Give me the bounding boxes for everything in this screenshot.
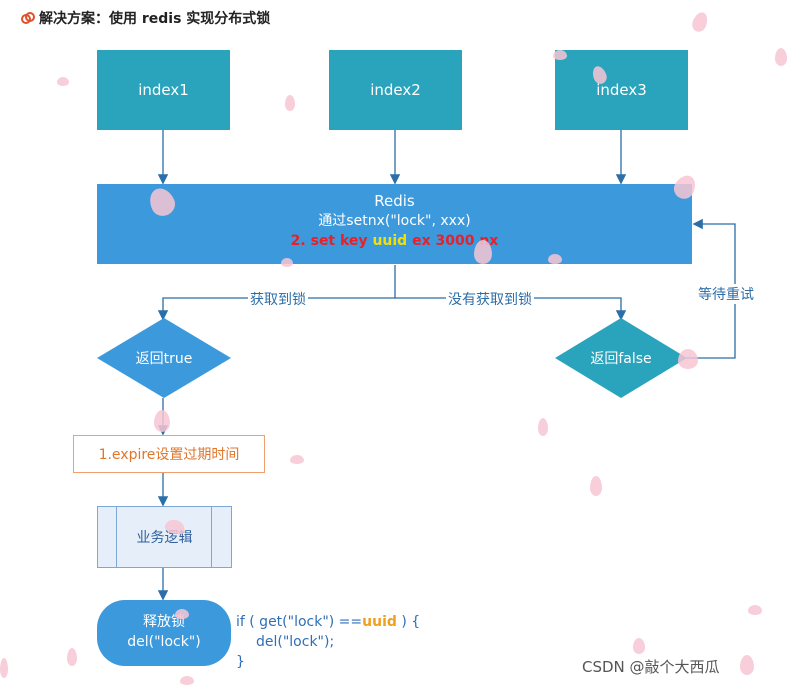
index2-label: index2 (370, 81, 421, 99)
petal-decoration (67, 648, 77, 666)
true-node-label: 返回true (135, 351, 193, 367)
business-right-bar (211, 507, 212, 567)
expire-node: 1.expire设置过期时间 (73, 435, 265, 473)
code-line3: } (236, 654, 245, 670)
petal-decoration (57, 77, 69, 86)
code-line2: del("lock"); (256, 634, 335, 650)
petal-decoration (0, 658, 8, 678)
code-line1-prefix: if ( get("lock") == (236, 614, 363, 630)
petal-decoration (553, 50, 567, 60)
petal-decoration (775, 48, 787, 66)
petal-decoration (290, 455, 304, 464)
index2-node: index2 (329, 50, 462, 130)
edge-label-acquired: 获取到锁 (248, 289, 308, 309)
petal-decoration (180, 676, 194, 685)
index3-label: index3 (596, 81, 647, 99)
false-node-label: 返回false (590, 351, 652, 367)
redis-set-prefix: 2. set key (290, 233, 373, 249)
false-diamond (555, 318, 687, 398)
petal-decoration (474, 240, 492, 264)
petal-decoration (678, 349, 698, 369)
release-line1: 释放锁 (143, 614, 185, 630)
index1-label: index1 (138, 81, 189, 99)
petal-decoration (590, 476, 602, 496)
release-node: 释放锁 del("lock") (97, 600, 231, 666)
petal-decoration (175, 609, 189, 619)
petal-decoration (285, 95, 295, 111)
expire-label: 1.expire设置过期时间 (98, 447, 240, 463)
petal-decoration (740, 655, 754, 675)
link-icon (20, 10, 36, 26)
redis-set-uuid: uuid (372, 233, 408, 249)
code-line1-suffix: ) { (396, 614, 421, 630)
code-line1: if ( get("lock") ==uuid ) { (236, 612, 420, 632)
redis-title: Redis (374, 192, 415, 210)
code-snippet: if ( get("lock") ==uuid ) { del("lock");… (236, 612, 420, 672)
index3-node: index3 (555, 50, 688, 130)
watermark: CSDN @敲个大西瓜 (582, 658, 720, 676)
page-title: 解决方案：使用 redis 实现分布式锁 (39, 11, 271, 27)
header: 解决方案：使用 redis 实现分布式锁 (20, 8, 270, 28)
edge-label-not-acquired: 没有获取到锁 (446, 289, 534, 309)
petal-decoration (538, 418, 548, 436)
petal-decoration (633, 638, 645, 654)
petal-decoration (154, 410, 170, 432)
release-line2: del("lock") (127, 634, 201, 650)
index1-node: index1 (97, 50, 230, 130)
petal-decoration (548, 254, 562, 264)
business-left-bar (116, 507, 117, 567)
business-node: 业务逻辑 (97, 506, 232, 568)
edge-label-wait-retry: 等待重试 (696, 284, 756, 304)
petal-decoration (281, 258, 293, 267)
petal-decoration (748, 605, 762, 615)
redis-node: Redis 通过setnx("lock", xxx) 2. set key uu… (97, 184, 692, 264)
code-line1-uuid: uuid (362, 614, 397, 630)
redis-setnx-line: 通过setnx("lock", xxx) (318, 213, 471, 229)
true-diamond (97, 318, 231, 398)
redis-set-line: 2. set key uuid ex 3000 nx (97, 231, 692, 251)
